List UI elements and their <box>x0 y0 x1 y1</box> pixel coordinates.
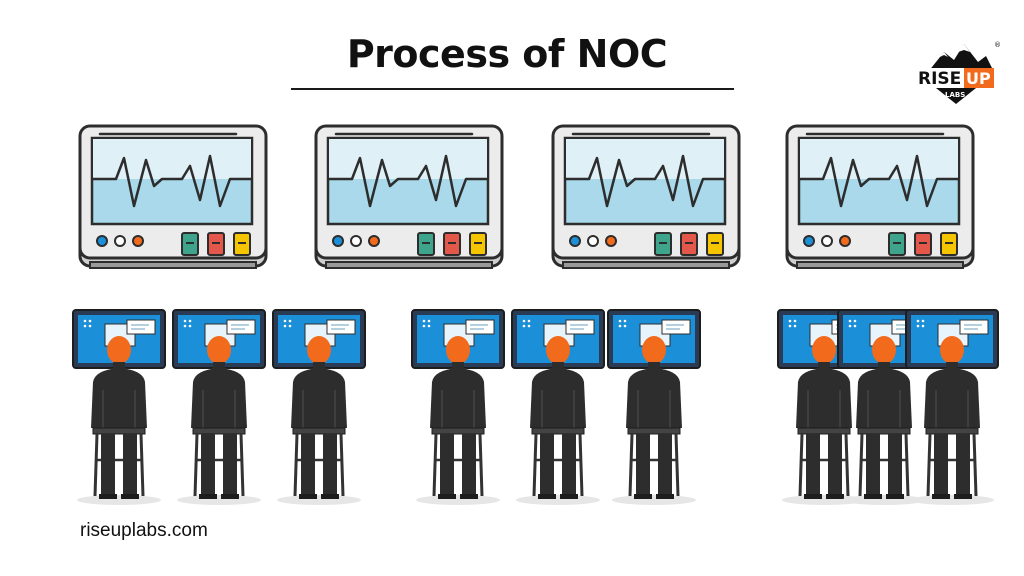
operator-at-workstation-icon <box>71 308 167 507</box>
logo-mountain-icon: RISE UP LABS ® <box>916 41 1001 104</box>
logo-text-labs: LABS <box>945 91 965 99</box>
page-title: Process of NOC <box>346 32 668 76</box>
operator-at-workstation-icon <box>904 308 1000 507</box>
operator-at-workstation-icon <box>606 308 702 507</box>
heartbeat-monitor-icon <box>551 124 741 270</box>
operator-at-workstation-icon <box>410 308 506 507</box>
website-url: riseuplabs.com <box>80 520 208 541</box>
heartbeat-monitor-icon <box>78 124 268 270</box>
heartbeat-monitor-icon <box>314 124 504 270</box>
title-underline <box>291 88 734 90</box>
operator-at-workstation-icon <box>171 308 267 507</box>
operator-at-workstation-icon <box>271 308 367 507</box>
logo-text-rise: RISE <box>918 69 961 89</box>
operator-at-workstation-icon <box>510 308 606 507</box>
logo-registered-mark: ® <box>994 41 1001 49</box>
riseup-labs-logo: RISE UP LABS ® <box>914 38 1004 110</box>
logo-text-up: UP <box>966 69 991 88</box>
heartbeat-monitor-icon <box>785 124 975 270</box>
